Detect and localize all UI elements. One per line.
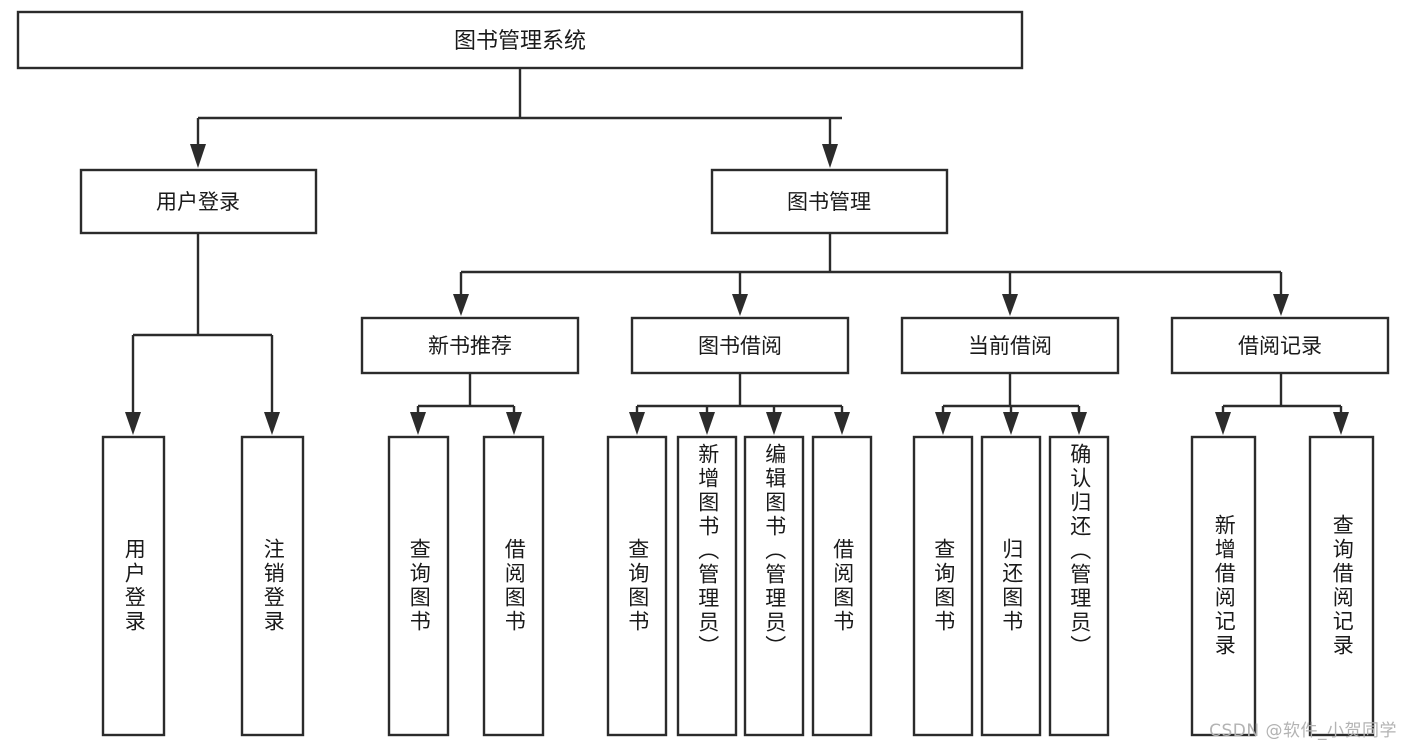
arrow-head-leaf-query-book-a [410,412,426,435]
node-root-system-box [16,10,1024,70]
leaf-box-query-book-borrow[interactable] [606,435,668,737]
node-current-borrow-box [900,316,1120,375]
node-book-borrow[interactable]: 图书借阅 [630,316,850,375]
leaf-box-query-borrow-record[interactable] [1308,435,1375,737]
arrow-head-leaf-edit-book [766,412,782,435]
leaf-box-add-borrow-record[interactable] [1190,435,1257,737]
node-new-book-recommend-box [360,316,580,375]
arrow-head-leaf-return-book [1003,412,1019,435]
node-user-login-box [79,168,318,235]
node-current-borrow-label: 当前借阅 [968,334,1052,358]
arrow-head-leaf-query-book-c [935,412,951,435]
csdn-watermark: CSDN @软件_小贺同学 [1209,721,1397,741]
node-book-borrow-box [630,316,850,375]
leaf-box-add-book-admin[interactable] [676,435,738,737]
node-book-management-label: 图书管理 [787,190,871,214]
arrow-head-leaf-borrow-book-b [834,412,850,435]
connector-group-current-borrow [935,373,1087,435]
arrow-head-leaf-user-login [125,412,141,435]
arrow-head-borrow-record [1273,294,1289,316]
arrow-head-leaf-add-record [1215,412,1231,435]
node-user-login[interactable]: 用户登录 [79,168,318,235]
leaf-box-return-book[interactable] [980,435,1042,737]
leaf-box-edit-book-admin[interactable] [743,435,805,737]
node-user-login-label: 用户登录 [156,190,240,214]
arrow-head-leaf-query-record [1333,412,1349,435]
leaf-box-confirm-return-admin[interactable] [1048,435,1110,737]
node-book-management-box [710,168,949,235]
arrow-head-current-borrow [1002,294,1018,316]
arrow-head-user-login [190,144,206,168]
arrow-head-leaf-logout [264,412,280,435]
leaf-box-user-login[interactable] [101,435,166,737]
node-borrow-record-box [1170,316,1390,375]
node-borrow-record-label: 借阅记录 [1238,334,1322,358]
leaf-box-logout-login[interactable] [240,435,305,737]
arrow-head-leaf-query-book-b [629,412,645,435]
connector-group-user-login [125,233,280,435]
node-root-system[interactable]: 图书管理系统 [16,10,1024,70]
connector-group-borrow-record [1215,373,1349,435]
arrow-head-book-borrow [732,294,748,316]
node-root-system-label: 图书管理系统 [454,29,586,54]
arrow-head-new-book-rec [453,294,469,316]
leaf-box-borrow-book[interactable] [811,435,873,737]
leaf-box-borrow-book-rec[interactable] [482,435,545,737]
node-current-borrow[interactable]: 当前借阅 [900,316,1120,375]
leaf-box-group [101,435,1375,737]
leaf-box-query-book-current[interactable] [912,435,974,737]
connector-group-root [190,68,842,168]
leaf-box-query-book-rec[interactable] [387,435,450,737]
node-borrow-record[interactable]: 借阅记录 [1170,316,1390,375]
arrow-head-leaf-borrow-book-a [506,412,522,435]
arrow-head-leaf-confirm-return [1071,412,1087,435]
node-new-book-recommend[interactable]: 新书推荐 [360,316,580,375]
node-book-management[interactable]: 图书管理 [710,168,949,235]
node-book-borrow-label: 图书借阅 [698,334,782,358]
connector-group-book-mgmt [453,233,1289,316]
node-new-book-recommend-label: 新书推荐 [428,334,512,358]
arrow-head-leaf-add-book [699,412,715,435]
arrow-head-book-mgmt [822,144,838,168]
connector-group-book-borrow [629,373,850,435]
connector-group-new-book-rec [410,373,522,435]
